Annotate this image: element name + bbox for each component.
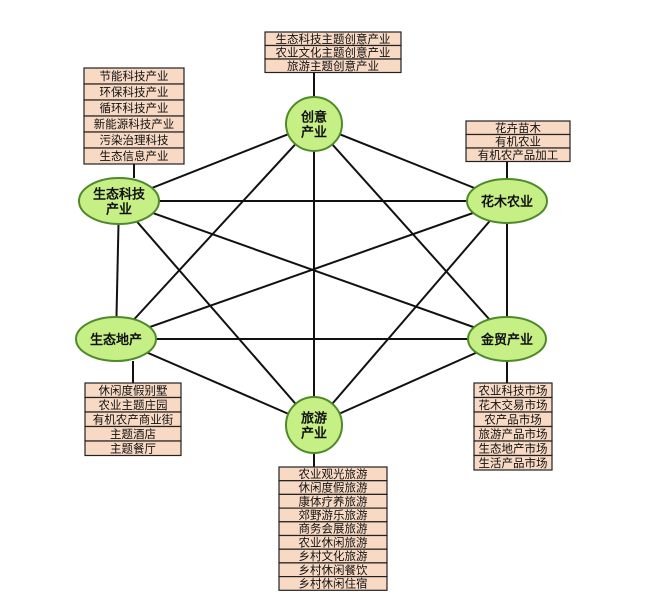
list-item: 有机农业: [495, 134, 541, 148]
list-item: 循环科技产业: [100, 101, 169, 115]
list-item: 休闲度假别墅: [99, 383, 168, 397]
list-item: 生态信息产业: [100, 149, 169, 163]
list-item: 生活产品市场: [479, 456, 548, 470]
list-item: 乡村休闲住宿: [299, 576, 368, 590]
edge-jinmao-shengtaikeji: [118, 200, 508, 340]
node-label: 产业: [106, 202, 132, 218]
edge-lvyou-shengtaidichan: [115, 338, 315, 426]
list-item: 污染治理科技: [100, 133, 169, 147]
list-item-box: [83, 147, 185, 165]
connection-lines: [115, 123, 508, 426]
list-item: 农业科技市场: [479, 383, 548, 397]
list-item: 农业主题庄园: [99, 398, 168, 412]
list-item: 农业文化主题创意产业: [276, 45, 391, 59]
list-item-box: [473, 454, 553, 471]
list-item: 农业休闲旅游: [299, 535, 368, 549]
list-item: 节能科技产业: [100, 69, 169, 83]
list-item: 乡村文化旅游: [299, 549, 368, 563]
edge-lvyou-shengtaikeji: [118, 200, 315, 426]
node-shengtaidichan: 生态地产: [75, 316, 157, 362]
edge-chuangyi-jinmao: [313, 123, 508, 340]
list-item: 康体疗养旅游: [299, 494, 368, 508]
node-label: 创意: [300, 110, 327, 126]
list-item: 花卉苗木: [495, 121, 541, 135]
list-item: 有机农产商业街: [93, 412, 174, 426]
node-jinmao: 金贸产业: [467, 316, 547, 362]
node-label: 产业: [301, 125, 327, 141]
node-label: 生态科技: [93, 187, 146, 203]
node-shape: [78, 177, 160, 225]
node-label: 生态地产: [90, 332, 142, 348]
node-chuangyi: 创意产业: [285, 96, 343, 152]
list-item: 生态科技主题创意产业: [276, 32, 391, 46]
list-item-box: [264, 58, 402, 74]
edge-jinmao-lvyou: [313, 338, 508, 426]
list-item: 有机农产品加工: [478, 148, 559, 162]
node-shape: [466, 178, 548, 224]
list-item-box: [465, 147, 571, 163]
list-item: 农产品市场: [484, 412, 542, 426]
node-shape: [75, 316, 157, 362]
node-label: 花木农业: [481, 194, 533, 210]
list-item: 郊野游乐旅游: [299, 508, 368, 522]
list-item: 旅游产品市场: [479, 427, 548, 441]
node-shape: [467, 316, 547, 362]
edge-chuangyi-shengtaidichan: [115, 123, 315, 340]
list-item: 环保科技产业: [100, 85, 169, 99]
list-item: 乡村休闲餐饮: [299, 563, 368, 577]
edge-huamu-lvyou: [313, 200, 508, 426]
list-item: 主题酒店: [110, 427, 156, 441]
list-item: 商务会展旅游: [299, 522, 368, 536]
node-label: 产业: [301, 426, 327, 442]
list-item: 主题餐厅: [110, 441, 156, 455]
node-label: 旅游: [301, 411, 327, 427]
list-item: 旅游主题创意产业: [287, 59, 379, 73]
item-lists: 生态科技主题创意产业农业文化主题创意产业旅游主题创意产业节能科技产业环保科技产业…: [83, 31, 571, 591]
node-label: 金贸产业: [480, 332, 533, 348]
item-list-lvyou: 农业观光旅游休闲度假旅游康体疗养旅游郊野游乐旅游商务会展旅游农业休闲旅游乡村文化…: [278, 466, 388, 591]
list-connectors: [132, 70, 508, 467]
list-item: 新能源科技产业: [94, 117, 175, 131]
list-item: 休闲度假旅游: [299, 481, 368, 495]
node-shape: [285, 396, 343, 454]
node-shape: [285, 96, 343, 152]
node-huamu: 花木农业: [466, 178, 548, 224]
list-item: 花木交易市场: [479, 398, 548, 412]
list-item-box: [278, 575, 388, 591]
list-item: 生态地产市场: [479, 441, 548, 455]
list-item: 农业观光旅游: [299, 467, 368, 481]
list-item-box: [84, 440, 182, 457]
